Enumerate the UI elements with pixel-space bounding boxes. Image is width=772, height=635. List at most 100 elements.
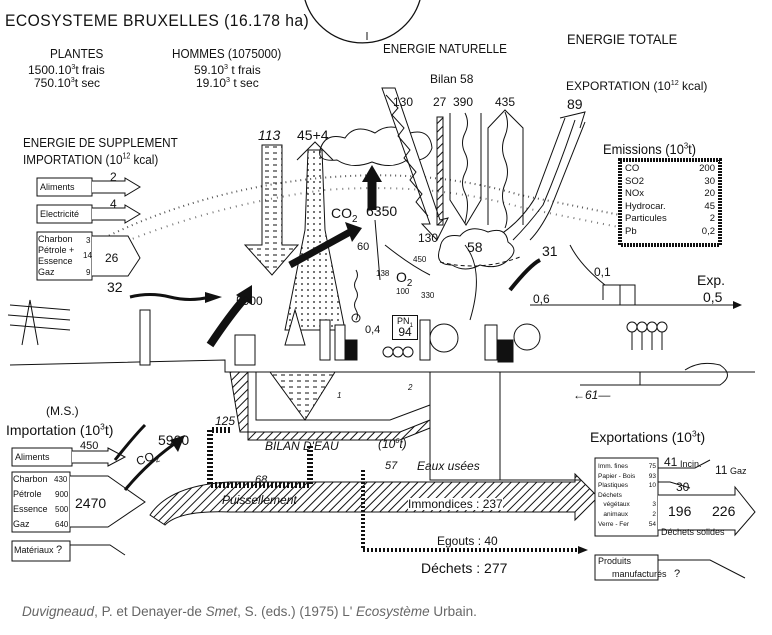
emission-value: 0,2 [701, 225, 715, 237]
exportations-heading-unit: t) [696, 429, 706, 445]
supplement-heading: ENERGIE DE SUPPLEMENT [23, 135, 178, 150]
importation-heading-exp: 3 [100, 421, 105, 432]
emissions-row: Hydrocar.45 [625, 201, 715, 214]
export-name: Imm. fines [598, 463, 628, 470]
import-fuel-essence-value: 500 [55, 505, 69, 514]
value-196: 196 [668, 503, 692, 519]
sun-shape [304, 0, 421, 44]
value-1: 1 [337, 391, 342, 400]
exp-value: 0,5 [703, 289, 723, 305]
plantes-exp: 3 [71, 62, 76, 71]
fuel-value-gaz: 9 [86, 268, 91, 277]
co2-label: CO2 [331, 205, 357, 224]
bilan-eau-heading: BILAN D'EAU [265, 439, 339, 453]
produits-label: Produits [598, 556, 632, 566]
fuel-label-charbon: Charbon [38, 234, 73, 244]
human-icon [429, 323, 459, 353]
supplement-fuels-total: 26 [105, 251, 119, 265]
supplement-sub-exp: 12 [122, 151, 131, 161]
value-30: 30 [676, 480, 690, 494]
o2-label: O2 [396, 269, 412, 288]
diagram-title: ECOSYSTEME BRUXELLES (16.178 ha) [5, 11, 310, 30]
produits-value: ? [674, 568, 681, 580]
import-fuel-petrole-value: 900 [55, 490, 69, 499]
import-fuels-total: 2470 [75, 495, 107, 511]
gaz-value: 11 [715, 463, 728, 477]
plantes-fresh-value: 1500.10 [28, 63, 72, 77]
value-61-text: 61 [585, 388, 599, 402]
emission-value: 45 [704, 200, 715, 212]
co2-text: CO [331, 205, 352, 221]
value-113: 113 [258, 127, 281, 143]
bilan-label: Bilan 58 [430, 72, 474, 86]
fuel-label-essence: Essence [38, 256, 73, 266]
value-226: 226 [712, 503, 736, 519]
export-name: Déchets [598, 491, 622, 499]
value-130-sun: 130 [393, 95, 414, 109]
import-boxes [11, 447, 146, 562]
energie-naturelle-heading: ENERGIE NATURELLE [383, 41, 507, 56]
value-0-1: 0,1 [594, 265, 611, 279]
export-row: végétaux 3 [598, 500, 656, 510]
pn-sub: 1 [409, 321, 414, 329]
pn-value: 94 [398, 325, 412, 339]
emissions-heading-exp: 3 [683, 140, 689, 151]
energie-totale-heading: ENERGIE TOTALE [567, 31, 678, 47]
supplement-sub-text: IMPORTATION (10 [23, 152, 123, 167]
immondices-label: Immondices : 237 [408, 497, 503, 511]
export-kcal-text: EXPORTATION (10 [566, 79, 671, 93]
import-materiaux-label: Matériaux ? [14, 545, 62, 556]
ms-label: (M.S.) [46, 404, 79, 418]
export-value: 54 [648, 520, 656, 528]
export-value: 3 [652, 501, 656, 509]
value-450: 450 [413, 255, 427, 264]
value-0-6: 0,6 [533, 292, 550, 306]
bilan-eau-unit: (106t) [378, 437, 407, 450]
caption-author2: Smet [205, 604, 238, 619]
plantes-heading: PLANTES [50, 46, 104, 61]
emissions-box [618, 158, 722, 247]
export-boxes [594, 457, 756, 581]
import-fuel-gaz-value: 640 [55, 520, 69, 529]
export-89: 89 [567, 96, 583, 112]
plantes-exp: 3 [70, 75, 75, 84]
co2-arrow [288, 228, 352, 269]
import-aliments-label: Aliments [15, 452, 50, 462]
emission-name: Particules [625, 213, 667, 224]
value-61: ←61— [573, 388, 611, 402]
export-value: 75 [648, 463, 656, 470]
exportations-heading-exp: 3 [691, 428, 697, 439]
o2-text: O [396, 269, 407, 285]
puissellement-label: Puissellement [222, 493, 297, 507]
export-value: 10 [648, 482, 656, 490]
export-name: végétaux [598, 501, 630, 509]
supplement-sub-unit: kcal) [130, 152, 159, 167]
supplement-electricite-value: 4 [110, 197, 117, 211]
emission-value: 20 [704, 188, 715, 199]
ecosystem-diagram [7, 0, 756, 581]
eaux-usees-label: Eaux usées [417, 459, 480, 473]
supplement-sub: IMPORTATION (1012 kcal) [23, 151, 159, 167]
value-68: 68 [255, 474, 268, 486]
caption-part1: , P. et Denayer-de [94, 604, 206, 619]
fuel-value-petrole: 14 [83, 251, 92, 260]
emission-name: Pb [625, 225, 637, 237]
hommes-exp: 3 [224, 62, 229, 71]
hommes-heading: HOMMES (1075000) [172, 46, 282, 61]
supplement-electricite-label: Electricité [40, 209, 80, 219]
caption-author1: Duvigneaud [22, 604, 95, 619]
materiaux-text: Matériaux [14, 545, 54, 555]
o2-sub: 2 [406, 277, 413, 289]
cloud-58 [438, 228, 515, 270]
hommes-dry-unit: t sec [230, 76, 259, 90]
value-100: 100 [396, 287, 410, 296]
importation-heading-unit: t) [104, 422, 114, 438]
import-fuel-charbon: Charbon [13, 474, 48, 484]
pn-label: PN [397, 316, 410, 326]
export-value: 93 [648, 472, 656, 480]
